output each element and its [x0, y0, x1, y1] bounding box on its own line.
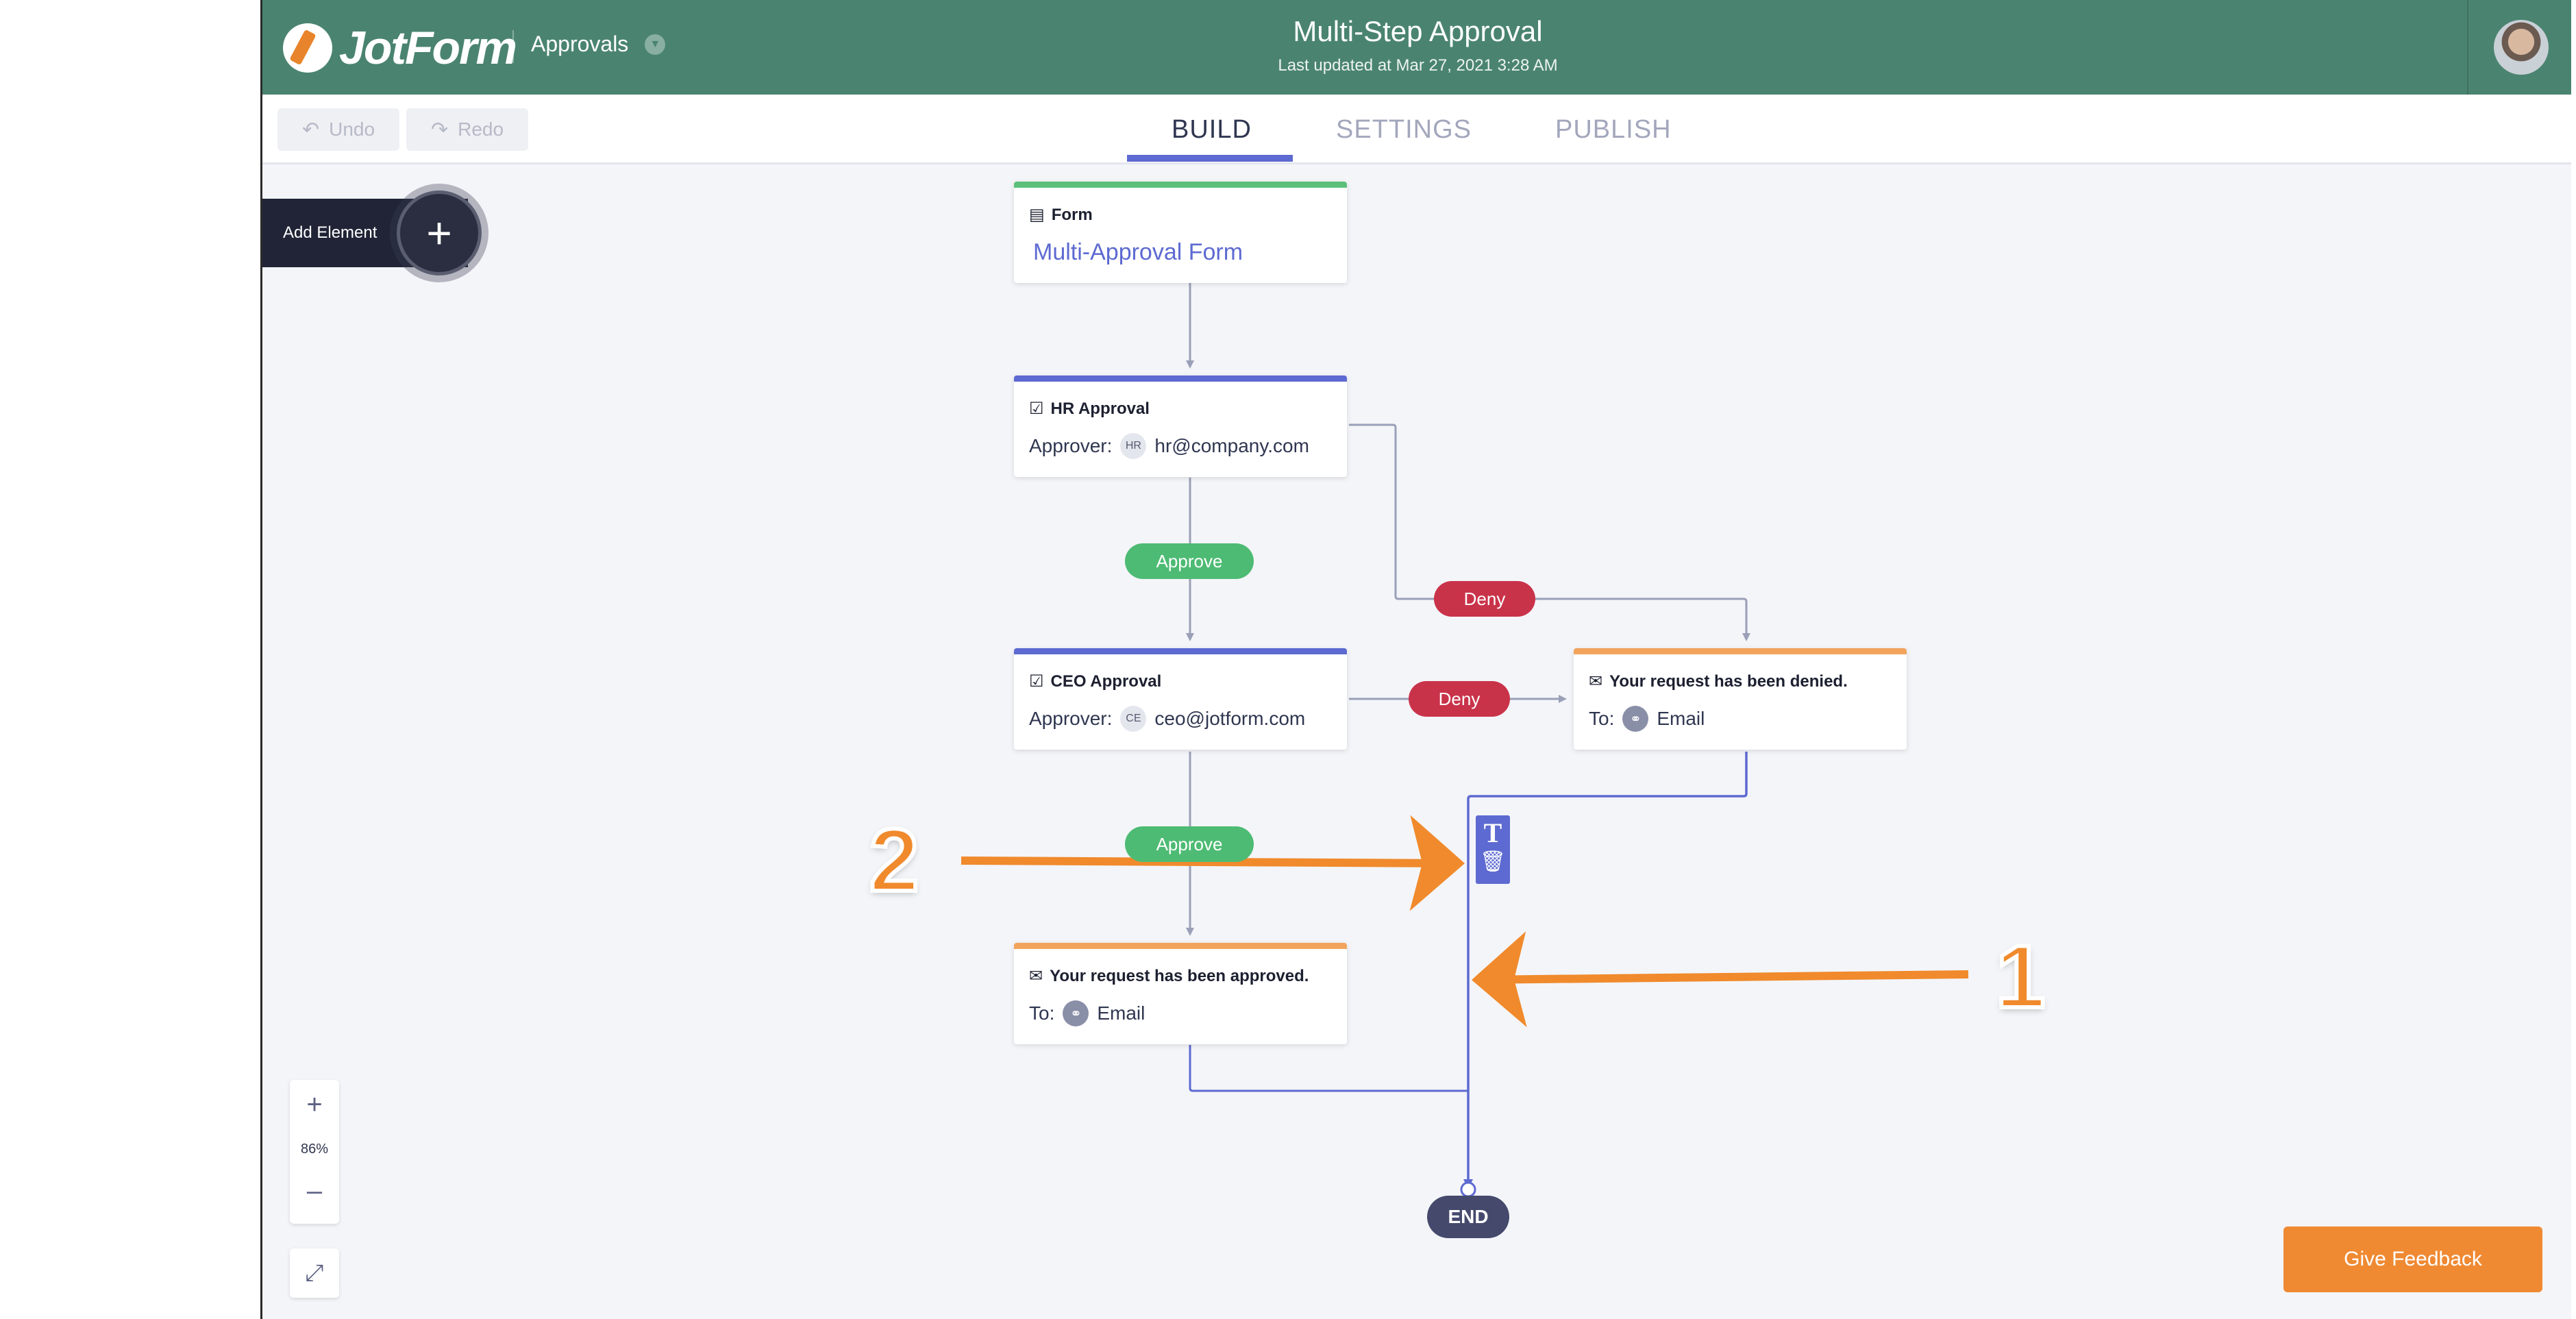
annotation-arrow-2 [961, 815, 1465, 911]
end-node[interactable]: END [1427, 1196, 1509, 1238]
zoom-controls: + 86% – [290, 1080, 339, 1224]
add-element-button[interactable]: + [397, 190, 482, 275]
approved-email-card[interactable]: ✉ Your request has been approved. To: ⚭ … [1014, 943, 1347, 1044]
approved-to-label: To: [1029, 1002, 1055, 1024]
zoom-out-button[interactable]: – [306, 1176, 323, 1206]
annotation-number-2: 2 [867, 808, 921, 912]
link-icon: ⚭ [1622, 706, 1649, 732]
give-feedback-button[interactable]: Give Feedback [2283, 1226, 2542, 1292]
jotform-logo-icon [283, 23, 332, 73]
approve-pill-ceo[interactable]: Approve [1125, 826, 1254, 862]
title-block: Multi-Step Approval Last updated at Mar … [262, 15, 2571, 75]
redo-button[interactable]: ↷ Redo [406, 108, 528, 151]
denied-card-accent [1574, 648, 1907, 654]
ceo-approver-row: Approver: CE ceo@jotform.com [1029, 706, 1305, 732]
builder-toolbar: ↶ Undo ↷ Redo BUILD SETTINGS PUBLISH [262, 95, 2571, 164]
ceo-approval-card[interactable]: ☑ CEO Approval Approver: CE ceo@jotform.… [1014, 648, 1347, 750]
avatar-container[interactable] [2467, 0, 2571, 95]
undo-label: Undo [329, 119, 375, 140]
hr-approver-row: Approver: HR hr@company.com [1029, 433, 1309, 459]
jotform-logo[interactable]: JotForm [283, 21, 517, 75]
hr-approver-badge: HR [1120, 433, 1147, 459]
edge-approved-end [1189, 1045, 1468, 1092]
add-element-label: Add Element [283, 223, 377, 242]
last-updated-text: Last updated at Mar 27, 2021 3:28 AM [1278, 56, 1558, 75]
redo-icon: ↷ [430, 118, 449, 141]
approved-card-heading: ✉ Your request has been approved. [1029, 966, 1309, 986]
approved-recipient-row: To: ⚭ Email [1029, 1000, 1145, 1026]
trash-icon[interactable]: 🗑 [1479, 850, 1507, 873]
edge-hr-denied [1349, 423, 1750, 641]
denied-card-heading: ✉ Your request has been denied. [1589, 671, 1848, 691]
page-title: Multi-Step Approval [1293, 15, 1543, 47]
edge-toolbar: T 🗑 [1476, 815, 1510, 884]
app-header: JotForm Approvals ▼ Multi-Step Approval … [262, 0, 2571, 95]
ceo-card-heading-text: CEO Approval [1050, 671, 1162, 691]
tab-settings[interactable]: SETTINGS [1336, 115, 1472, 144]
link-icon: ⚭ [1063, 1000, 1089, 1026]
envelope-icon: ✉ [1589, 672, 1603, 691]
denied-email-card[interactable]: ✉ Your request has been denied. To: ⚭ Em… [1574, 648, 1907, 750]
active-tab-indicator [1127, 155, 1293, 162]
edit-label-icon[interactable]: T [1483, 817, 1502, 848]
deny-pill-ceo[interactable]: Deny [1409, 681, 1510, 717]
logo-text: JotForm [339, 22, 517, 74]
app-switcher[interactable]: Approvals ▼ [531, 32, 666, 57]
undo-button[interactable]: ↶ Undo [277, 108, 399, 151]
ceo-approver-label: Approver: [1029, 708, 1113, 729]
deny-pill-hr[interactable]: Deny [1434, 581, 1535, 617]
expand-icon: ⤢ [305, 1259, 324, 1286]
undo-icon: ↶ [301, 118, 320, 141]
form-card-accent [1014, 182, 1347, 188]
app-switcher-label: Approvals [531, 32, 629, 56]
ceo-card-accent [1014, 648, 1347, 654]
approved-recipient: Email [1097, 1002, 1145, 1024]
zoom-in-button[interactable]: + [306, 1089, 323, 1120]
denied-recipient-row: To: ⚭ Email [1589, 706, 1705, 732]
avatar [2493, 20, 2549, 75]
hr-approver-label: Approver: [1029, 435, 1113, 456]
ceo-approver-email: ceo@jotform.com [1154, 708, 1306, 729]
plus-icon: + [426, 208, 452, 258]
hr-card-heading-text: HR Approval [1050, 399, 1150, 418]
hr-approval-card[interactable]: ☑ HR Approval Approver: HR hr@company.co… [1014, 375, 1347, 477]
tab-publish[interactable]: PUBLISH [1555, 115, 1672, 144]
denied-card-heading-text: Your request has been denied. [1609, 671, 1848, 691]
approved-card-heading-text: Your request has been approved. [1050, 966, 1309, 985]
hr-approver-email: hr@company.com [1154, 435, 1309, 456]
approval-icon: ☑ [1029, 399, 1044, 418]
envelope-icon: ✉ [1029, 967, 1043, 985]
hr-card-heading: ☑ HR Approval [1029, 399, 1150, 419]
chevron-down-icon: ▼ [645, 34, 666, 55]
redo-label: Redo [458, 119, 504, 140]
annotation-number-1: 1 [1994, 924, 2047, 1028]
form-card-heading-text: Form [1051, 205, 1093, 224]
form-card[interactable]: ▤ Form Multi-Approval Form [1014, 182, 1347, 283]
approval-icon: ☑ [1029, 672, 1044, 691]
window-edge [2571, 0, 2576, 1319]
ceo-card-heading: ☑ CEO Approval [1029, 671, 1161, 691]
edge-denied-end-selected [1463, 752, 1748, 1189]
approved-card-accent [1014, 943, 1347, 949]
document-icon: ▤ [1029, 206, 1045, 224]
approve-pill-hr[interactable]: Approve [1125, 543, 1254, 579]
zoom-level: 86% [300, 1142, 329, 1157]
flow-connectors [961, 282, 1969, 1198]
hr-card-accent [1014, 375, 1347, 382]
form-link[interactable]: Multi-Approval Form [1033, 239, 1243, 265]
ceo-approver-badge: CE [1120, 706, 1147, 732]
header-divider [512, 30, 514, 63]
annotation-arrow-1 [1472, 931, 1969, 1028]
approval-builder-app: JotForm Approvals ▼ Multi-Step Approval … [260, 0, 2571, 1319]
end-connector-dot [1460, 1181, 1476, 1198]
denied-recipient: Email [1657, 708, 1705, 729]
fit-to-screen-button[interactable]: ⤢ [290, 1248, 339, 1298]
tab-build[interactable]: BUILD [1172, 115, 1252, 144]
denied-to-label: To: [1589, 708, 1615, 729]
form-card-heading: ▤ Form [1029, 205, 1093, 225]
